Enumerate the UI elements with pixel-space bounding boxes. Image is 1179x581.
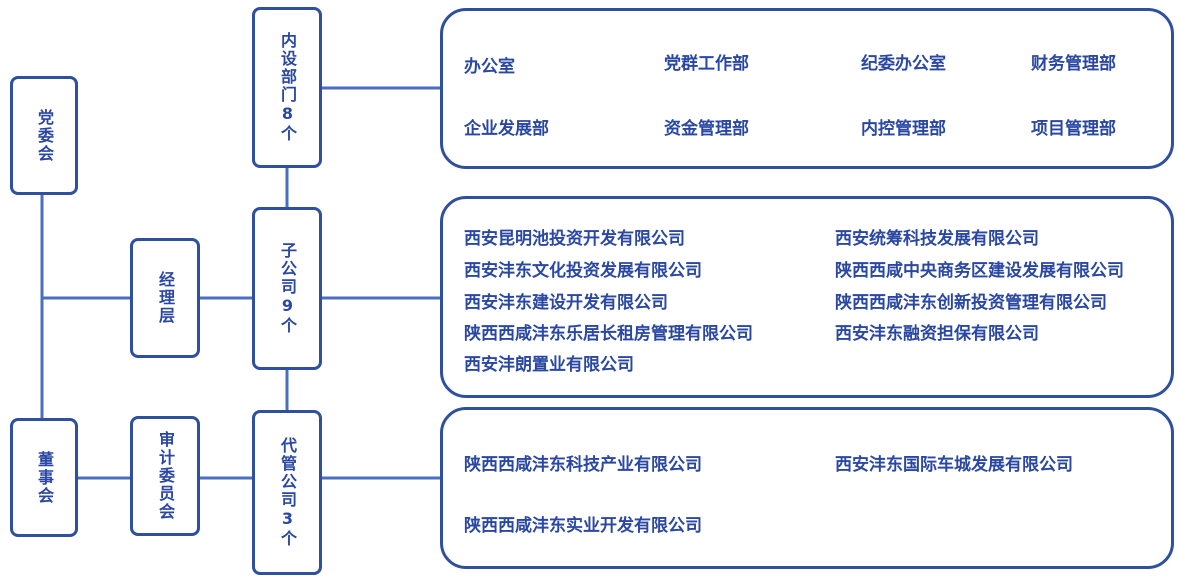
managed-company-item: 陕西西咸沣东实业开发有限公司 xyxy=(464,516,702,536)
managed-company-item: 陕西西咸沣东科技产业有限公司 xyxy=(464,455,702,475)
managed-companies-box: 代管公司3个 xyxy=(252,410,322,575)
internal-depts-box: 内设部门8个 xyxy=(252,7,322,168)
managed-companies-panel: 陕西西咸沣东科技产业有限公司 西安沣东国际车城发展有限公司 陕西西咸沣东实业开发… xyxy=(440,407,1174,569)
party-committee-box: 党委会 xyxy=(10,76,78,195)
managed-company-item: 西安沣东国际车城发展有限公司 xyxy=(835,455,1073,475)
management-box: 经理层 xyxy=(130,238,200,358)
subsidiary-item: 西安沣东融资担保有限公司 xyxy=(835,324,1039,344)
dept-item: 办公室 xyxy=(464,57,515,77)
audit-committee-box: 审计委员会 xyxy=(130,416,200,536)
subsidiary-item: 陕西西咸沣东创新投资管理有限公司 xyxy=(835,293,1107,313)
dept-item: 内控管理部 xyxy=(861,119,946,139)
dept-item: 党群工作部 xyxy=(664,54,749,74)
board-box: 董事会 xyxy=(10,418,78,537)
subsidiary-item: 西安沣东建设开发有限公司 xyxy=(464,293,668,313)
subsidiaries-panel: 西安昆明池投资开发有限公司 西安统筹科技发展有限公司 西安沣东文化投资发展有限公… xyxy=(440,196,1174,398)
subsidiaries-box: 子公司9个 xyxy=(252,207,322,370)
subsidiary-item: 西安昆明池投资开发有限公司 xyxy=(464,229,685,249)
subsidiary-item: 西安沣东文化投资发展有限公司 xyxy=(464,261,702,281)
subsidiary-item: 西安沣朗置业有限公司 xyxy=(464,355,634,375)
dept-item: 项目管理部 xyxy=(1031,119,1116,139)
subsidiary-item: 陕西西咸中央商务区建设发展有限公司 xyxy=(835,261,1124,281)
dept-item: 企业发展部 xyxy=(464,119,549,139)
dept-item: 资金管理部 xyxy=(664,119,749,139)
subsidiary-item: 西安统筹科技发展有限公司 xyxy=(835,229,1039,249)
dept-item: 纪委办公室 xyxy=(861,54,946,74)
internal-depts-panel: 办公室 党群工作部 纪委办公室 财务管理部 企业发展部 资金管理部 内控管理部 … xyxy=(440,8,1174,169)
subsidiary-item: 陕西西咸沣东乐居长租房管理有限公司 xyxy=(464,324,753,344)
dept-item: 财务管理部 xyxy=(1031,54,1116,74)
